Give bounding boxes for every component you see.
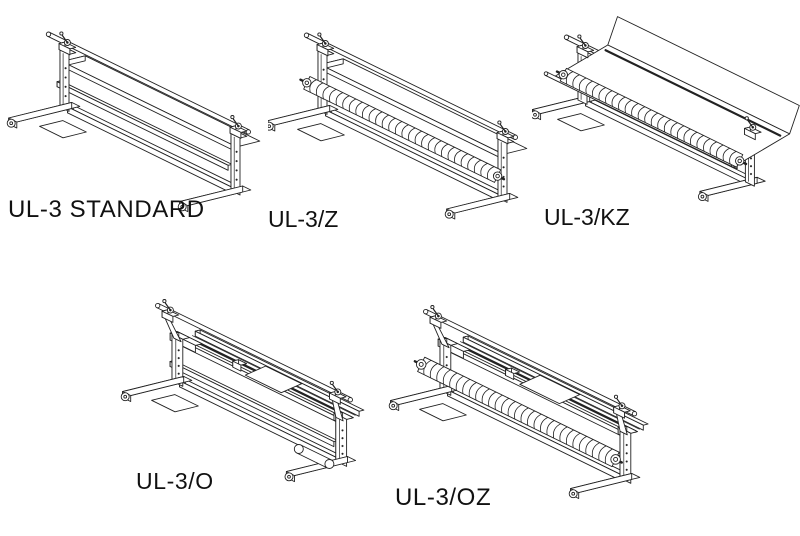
machine-label-ul3-kz: UL-3/KZ — [544, 204, 630, 230]
machine-drawing-ul3-oz — [388, 305, 649, 499]
machine-figure-ul3-o — [88, 282, 380, 496]
machine-label-ul3-standard: UL-3 STANDARD — [8, 196, 205, 223]
machine-drawing-ul3-o — [120, 299, 365, 483]
machine-drawing-ul3-kz — [532, 16, 800, 202]
machine-label-ul3-oz: UL-3/OZ — [395, 484, 492, 511]
machine-label-ul3-o: UL-3/O — [136, 468, 214, 494]
machine-drawing-ul3-standard — [6, 31, 261, 213]
machine-figure-ul3-kz — [532, 8, 800, 242]
machine-figure-ul3-standard — [0, 18, 272, 230]
machine-figure-ul3-oz — [382, 288, 712, 530]
machine-label-ul3-z: UL-3/Z — [268, 206, 339, 232]
machine-drawing-ul3-z — [268, 32, 528, 220]
machine-figure-ul3-z — [268, 16, 530, 234]
